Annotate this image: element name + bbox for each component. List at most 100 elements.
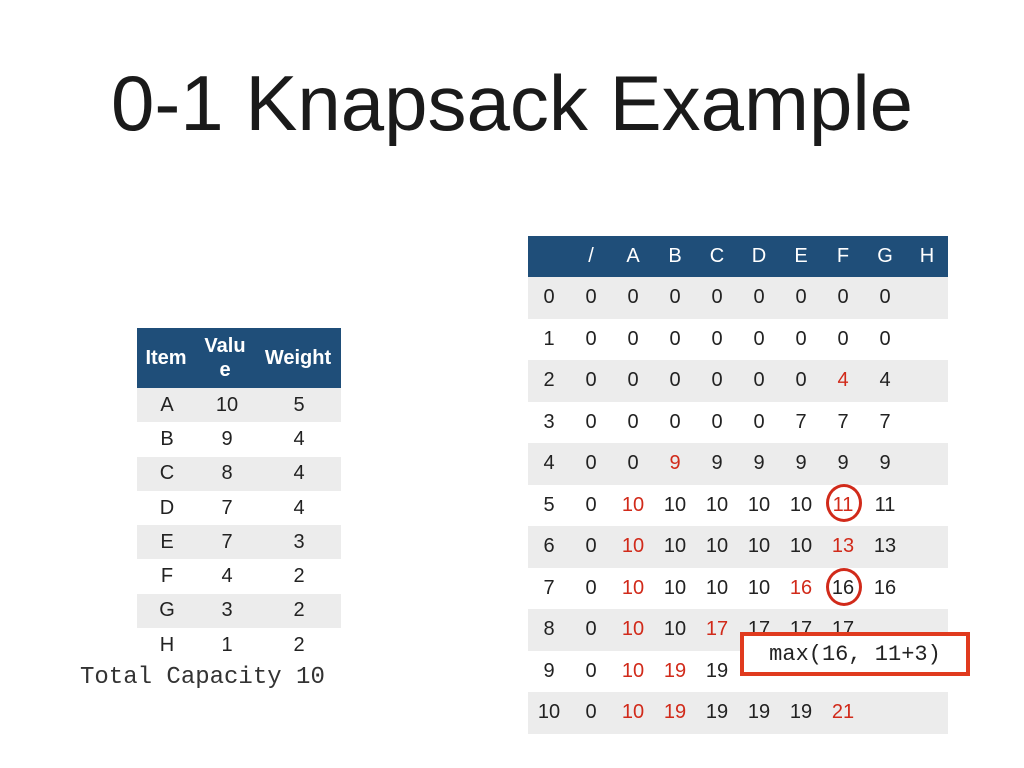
dp-cell: 0 bbox=[627, 327, 639, 350]
dp-cell: 7 bbox=[795, 410, 807, 433]
item-name: A bbox=[160, 393, 174, 416]
dp-cell: 10 bbox=[621, 701, 645, 724]
dp-cell: 0 bbox=[669, 410, 681, 433]
dp-cell: 9 bbox=[837, 452, 849, 475]
dp-cell: 13 bbox=[831, 535, 855, 558]
dp-cell: 10 bbox=[789, 535, 813, 558]
dp-cell: 9 bbox=[711, 452, 723, 475]
dp-cell: 0 bbox=[795, 369, 807, 392]
dp-cell: 10 bbox=[537, 701, 561, 724]
dp-cell: 17 bbox=[705, 618, 729, 641]
dp-cell: 10 bbox=[747, 493, 771, 516]
item-value: 4 bbox=[221, 565, 233, 588]
item-name: E bbox=[160, 530, 174, 553]
dp-cell: 7 bbox=[837, 410, 849, 433]
dp-cell: 0 bbox=[753, 410, 765, 433]
dp-cell: 0 bbox=[585, 659, 597, 682]
dp-cell: 16 bbox=[873, 576, 897, 599]
highlight-circle-11 bbox=[826, 484, 862, 522]
dp-cell: 0 bbox=[837, 327, 849, 350]
dp-cell: 0 bbox=[753, 286, 765, 309]
dp-header-cell: B bbox=[668, 245, 682, 267]
dp-cell: 0 bbox=[753, 369, 765, 392]
dp-cell: 0 bbox=[837, 286, 849, 309]
item-value: 9 bbox=[221, 427, 233, 450]
dp-cell: 19 bbox=[663, 701, 687, 724]
dp-cell: 7 bbox=[879, 410, 891, 433]
max-annotation-box: max(16, 11+3) bbox=[740, 632, 970, 676]
dp-cell: 6 bbox=[543, 535, 555, 558]
dp-cell: 10 bbox=[621, 618, 645, 641]
item-name: C bbox=[159, 462, 175, 485]
dp-cell: 0 bbox=[585, 493, 597, 516]
dp-cell: 0 bbox=[879, 286, 891, 309]
dp-header-cell: F bbox=[836, 245, 850, 267]
dp-cell: 0 bbox=[711, 410, 723, 433]
dp-cell: 1 bbox=[543, 327, 555, 350]
item-name: H bbox=[159, 633, 175, 656]
dp-cell: 0 bbox=[627, 452, 639, 475]
header-item: Item bbox=[145, 346, 187, 369]
dp-cell: 0 bbox=[795, 327, 807, 350]
dp-cell: 19 bbox=[705, 659, 729, 682]
dp-cell: 19 bbox=[663, 659, 687, 682]
dp-cell: 9 bbox=[543, 659, 555, 682]
dp-cell: 0 bbox=[627, 286, 639, 309]
dp-cell: 0 bbox=[627, 410, 639, 433]
item-value: 7 bbox=[221, 496, 233, 519]
item-name: G bbox=[159, 599, 175, 622]
dp-cell: 9 bbox=[879, 452, 891, 475]
dp-header-cell: H bbox=[919, 245, 935, 267]
dp-cell: 0 bbox=[669, 369, 681, 392]
item-value: 3 bbox=[221, 599, 233, 622]
dp-header-cell: D bbox=[751, 245, 767, 267]
item-row: A 10 5 bbox=[137, 388, 341, 423]
item-weight: 4 bbox=[293, 462, 305, 485]
item-weight: 2 bbox=[293, 565, 305, 588]
dp-cell: 9 bbox=[669, 452, 681, 475]
item-value: 8 bbox=[221, 462, 233, 485]
dp-cell: 10 bbox=[747, 576, 771, 599]
dp-cell: 11 bbox=[874, 493, 896, 516]
dp-cell: 0 bbox=[711, 286, 723, 309]
dp-cell: 0 bbox=[795, 286, 807, 309]
dp-cell: 0 bbox=[711, 327, 723, 350]
item-value: 10 bbox=[215, 393, 239, 416]
dp-cell: 10 bbox=[621, 576, 645, 599]
dp-cell: 5 bbox=[543, 493, 555, 516]
dp-cell: 21 bbox=[831, 701, 855, 724]
dp-cell: 2 bbox=[543, 369, 555, 392]
dp-cell: 0 bbox=[585, 327, 597, 350]
dp-cell: 19 bbox=[789, 701, 813, 724]
dp-cell: 0 bbox=[585, 286, 597, 309]
dp-cell: 10 bbox=[621, 493, 645, 516]
highlight-circle-16 bbox=[826, 568, 862, 606]
dp-cell: 19 bbox=[747, 701, 771, 724]
item-weight: 5 bbox=[293, 393, 305, 416]
dp-header-cell: G bbox=[877, 245, 893, 267]
dp-cell: 10 bbox=[663, 618, 687, 641]
dp-cell: 7 bbox=[543, 576, 555, 599]
dp-cell: 13 bbox=[873, 535, 897, 558]
dp-cell: 10 bbox=[705, 535, 729, 558]
dp-cell: 0 bbox=[585, 452, 597, 475]
item-value: 7 bbox=[221, 530, 233, 553]
dp-cell: 9 bbox=[753, 452, 765, 475]
dp-cell: 0 bbox=[669, 327, 681, 350]
